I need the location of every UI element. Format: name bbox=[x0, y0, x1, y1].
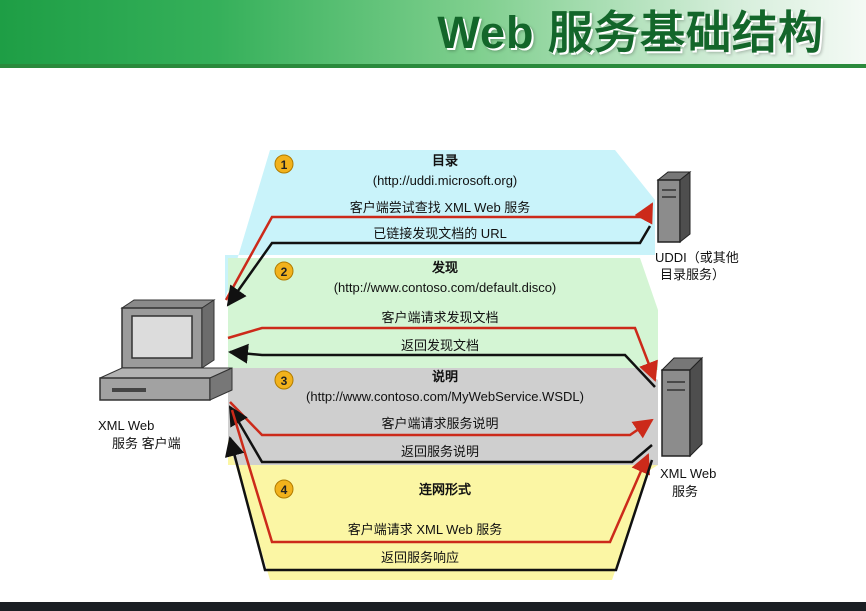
step-2-badge bbox=[274, 261, 294, 281]
step-4-response-arrow bbox=[224, 436, 654, 572]
step-1-response-arrow bbox=[226, 225, 652, 307]
step-4-wire-format: 4 连网形式 客户端请求 XML Web 服务 返回服务响应 bbox=[224, 409, 654, 572]
uddi-label-line1: UDDI（或其他 bbox=[655, 250, 739, 265]
service-label-line1: XML Web bbox=[660, 466, 716, 481]
band-description bbox=[228, 368, 658, 465]
step-4-title: 连网形式 bbox=[419, 482, 471, 497]
step-4-request-label: 客户端请求 XML Web 服务 bbox=[348, 522, 503, 537]
step-1-request-label: 客户端尝试查找 XML Web 服务 bbox=[350, 200, 531, 215]
header-divider bbox=[0, 64, 866, 68]
step-2-subtitle: (http://www.contoso.com/default.disco) bbox=[334, 280, 557, 295]
step-2-number: 2 bbox=[281, 265, 288, 279]
step-2-response-label: 返回发现文档 bbox=[401, 338, 479, 353]
client-computer-icon bbox=[99, 299, 233, 401]
client-label-line2: 服务 客户端 bbox=[112, 436, 181, 451]
step-4-number: 4 bbox=[281, 483, 288, 497]
band-discovery bbox=[228, 258, 658, 370]
step-1-badge bbox=[274, 154, 294, 174]
step-3-subtitle: (http://www.contoso.com/MyWebService.WSD… bbox=[306, 389, 584, 404]
step-2-request-label: 客户端请求发现文档 bbox=[381, 310, 498, 325]
step-1-directory: 1 目录 (http://uddi.microsoft.org) 客户端尝试查找… bbox=[224, 153, 654, 307]
step-4-badge bbox=[274, 479, 294, 499]
step-3-badge bbox=[274, 370, 294, 390]
step-3-number: 3 bbox=[281, 374, 288, 388]
web-service-server-icon bbox=[660, 356, 704, 458]
step-1-response-label: 已链接发现文档的 URL bbox=[373, 226, 507, 241]
step-2-request-arrow bbox=[227, 326, 658, 382]
bottom-bar bbox=[0, 602, 866, 611]
service-label-line2: 服务 bbox=[672, 484, 698, 499]
step-4-request-arrow bbox=[230, 409, 650, 544]
step-3-response-label: 返回服务说明 bbox=[401, 444, 479, 459]
step-1-subtitle: (http://uddi.microsoft.org) bbox=[373, 173, 518, 188]
client-label-line1: XML Web bbox=[98, 418, 154, 433]
step-2-discovery: 2 发现 (http://www.contoso.com/default.dis… bbox=[227, 260, 658, 388]
slide-title: Web 服务基础结构 bbox=[437, 7, 824, 58]
band-directory bbox=[225, 150, 655, 300]
step-4-response-label: 返回服务响应 bbox=[381, 550, 459, 565]
header-band bbox=[0, 0, 866, 64]
step-1-number: 1 bbox=[281, 158, 288, 172]
band-wire-format bbox=[228, 440, 658, 580]
step-2-response-arrow bbox=[228, 343, 656, 388]
step-3-request-label: 客户端请求服务说明 bbox=[381, 416, 498, 431]
step-1-title: 目录 bbox=[432, 153, 458, 168]
uddi-server-icon bbox=[656, 170, 692, 244]
step-2-title: 发现 bbox=[431, 260, 458, 275]
step-1-request-arrow bbox=[224, 202, 654, 301]
step-3-title: 说明 bbox=[432, 369, 458, 384]
uddi-label-line2: 目录服务） bbox=[660, 267, 725, 282]
